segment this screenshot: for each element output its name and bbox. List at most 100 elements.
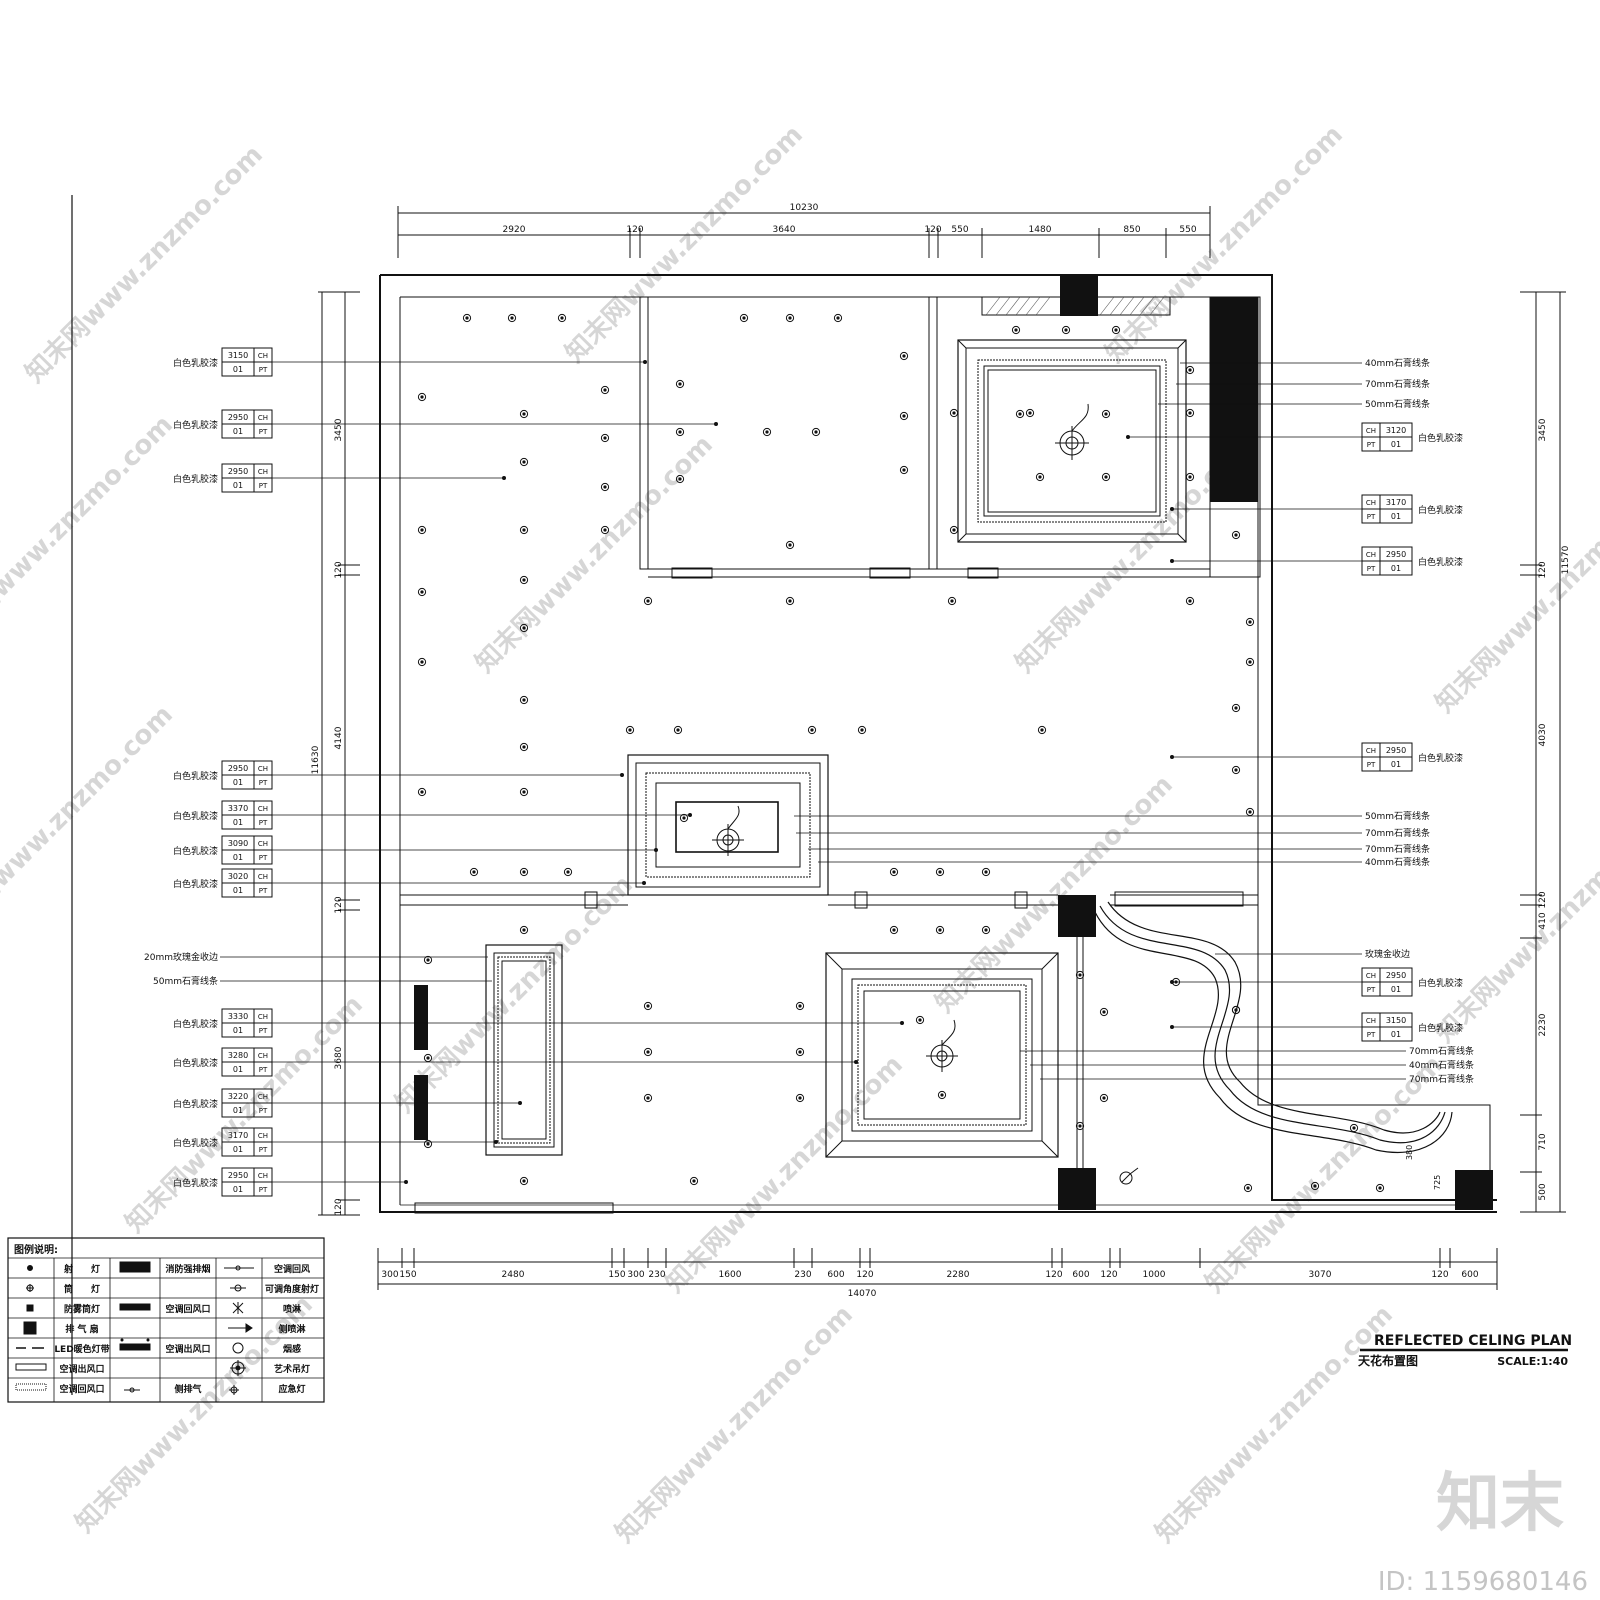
- recessed-light-icon: [949, 525, 959, 535]
- tag-ch-value: 3150: [1386, 1016, 1406, 1025]
- dim-right-parts: 3450 120 4030 120 410 2230 710 500: [1538, 418, 1548, 1200]
- tag-ch-value: 2950: [228, 413, 248, 422]
- dim-top-0: 2920: [503, 225, 526, 235]
- legend-entry: 空调出风口: [59, 1363, 104, 1375]
- tag-ch-value: 3120: [1386, 426, 1406, 435]
- dim-bottom-0: 300: [381, 1270, 398, 1280]
- tag-pt-value: 01: [233, 853, 243, 862]
- tag-label: 白色乳胶漆: [1418, 1022, 1463, 1034]
- brand-watermark: 知末: [1436, 1467, 1564, 1541]
- dim-right-6: 710: [1538, 1133, 1548, 1150]
- dim-right-4: 410: [1538, 912, 1548, 929]
- tag-label: 白色乳胶漆: [173, 1018, 218, 1030]
- building-outline: [379, 274, 1497, 1213]
- ceiling-box-bottom-left: [485, 944, 563, 1156]
- recessed-light-icon: [643, 1001, 653, 1011]
- recessed-light-icon: [981, 925, 991, 935]
- tag-pt-label: PT: [1367, 986, 1376, 994]
- recessed-light-icon: [935, 925, 945, 935]
- dim-left-0: 3450: [334, 418, 344, 441]
- dim-bottom-14: 1000: [1143, 1270, 1166, 1280]
- tag-pt-value: 01: [233, 1026, 243, 1035]
- dim-left-3: 120: [334, 896, 344, 913]
- tag-label: 白色乳胶漆: [173, 770, 218, 782]
- tag-pt-label: PT: [259, 482, 268, 490]
- legend-entry: 筒 灯: [64, 1283, 100, 1295]
- legend-entry: 防雾筒灯: [64, 1303, 100, 1315]
- dim-bottom-11: 120: [1045, 1270, 1062, 1280]
- recessed-light-icon: [1101, 409, 1111, 419]
- dim-bottom-6: 1600: [719, 1270, 742, 1280]
- hatch-top: [981, 296, 1171, 316]
- legend-entry: 空调回风口: [165, 1303, 210, 1315]
- recessed-light-icon: [899, 465, 909, 475]
- recessed-light-icon: [1025, 408, 1035, 418]
- legend-entry: 消防强排烟: [165, 1263, 210, 1275]
- tag-label: 白色乳胶漆: [173, 878, 218, 890]
- recessed-light-icon: [600, 482, 610, 492]
- sprinkler-icon: [232, 1302, 244, 1314]
- recessed-light-icon: [1310, 1181, 1320, 1191]
- recessed-light-icon: [1245, 807, 1255, 817]
- recessed-light-icon: [519, 525, 529, 535]
- dim-left-4: 3680: [334, 1046, 344, 1069]
- detail-dim-725: 725: [1433, 1175, 1442, 1190]
- tag-pt-value: 01: [233, 886, 243, 895]
- adjustable-spotlight-icon: [230, 1284, 246, 1292]
- tag-pt-value: 01: [233, 1185, 243, 1194]
- watermark-text: 知末网www.znzmo.com: [470, 430, 719, 679]
- dim-top-1: 120: [626, 225, 643, 235]
- recessed-light-icon: [795, 1001, 805, 1011]
- recessed-light-icon: [675, 379, 685, 389]
- fog-downlight-icon: [26, 1304, 34, 1312]
- tag-pt-value: 01: [233, 818, 243, 827]
- recessed-light-icon: [1111, 325, 1121, 335]
- tag-ch-label: CH: [258, 468, 268, 476]
- recessed-light-icon: [563, 867, 573, 877]
- notes-left: 20mm玫瑰金收边 50mm石膏线条: [144, 951, 492, 987]
- recessed-light-icon: [519, 409, 529, 419]
- recessed-light-icon: [1037, 725, 1047, 735]
- tag-pt-label: PT: [1367, 565, 1376, 573]
- legend-entry: 排 气 扇: [65, 1323, 98, 1335]
- dim-left-parts: 3450 120 4140 120 3680 120: [334, 418, 344, 1215]
- recessed-light-icon: [673, 725, 683, 735]
- tags-right: CHPT312001白色乳胶漆CHPT317001白色乳胶漆CHPT295001…: [1126, 422, 1463, 1042]
- recessed-light-icon: [1075, 970, 1085, 980]
- legend-entry: 空调出风口: [165, 1343, 210, 1355]
- fixture-layer: [417, 313, 1385, 1193]
- note-rb-1: 40mm石膏线条: [1409, 1059, 1474, 1071]
- notes-right-bottom: 玫瑰金收边 70mm石膏线条 40mm石膏线条 70mm石膏线条: [1020, 948, 1474, 1085]
- recessed-light-icon: [947, 596, 957, 606]
- recessed-light-icon: [625, 725, 635, 735]
- recessed-light-icon: [1185, 596, 1195, 606]
- dim-right-7: 500: [1538, 1183, 1548, 1200]
- tag-ch-label: CH: [1366, 551, 1376, 559]
- recessed-light-icon: [762, 427, 772, 437]
- recessed-light-icon: [519, 787, 529, 797]
- tag-label: 白色乳胶漆: [173, 473, 218, 485]
- note-rt-2: 50mm石膏线条: [1365, 398, 1430, 410]
- dim-bottom-8: 600: [827, 1270, 844, 1280]
- recessed-light-icon: [689, 1176, 699, 1186]
- dim-top-parts: 2920 120 3640 120 550 1480 850 550: [503, 225, 1197, 235]
- tag-pt-value: 01: [233, 778, 243, 787]
- tag-label: 白色乳胶漆: [1418, 977, 1463, 989]
- recessed-light-icon: [417, 392, 427, 402]
- recessed-light-icon: [643, 1047, 653, 1057]
- recessed-light-icon: [417, 657, 427, 667]
- watermark-text: 知末网www.znzmo.com: [1150, 1300, 1399, 1549]
- recessed-light-icon: [1349, 1123, 1359, 1133]
- recessed-light-icon: [785, 313, 795, 323]
- tag-ch-value: 3280: [228, 1051, 248, 1060]
- recessed-light-icon: [857, 725, 867, 735]
- tag-pt-label: PT: [259, 1186, 268, 1194]
- legend-entry: 侧排气: [174, 1383, 201, 1395]
- tag-ch-value: 2950: [228, 764, 248, 773]
- column-bottom-mid: [1058, 1168, 1096, 1210]
- tag-pt-label: PT: [259, 366, 268, 374]
- column-bottom-right: [1455, 1170, 1493, 1210]
